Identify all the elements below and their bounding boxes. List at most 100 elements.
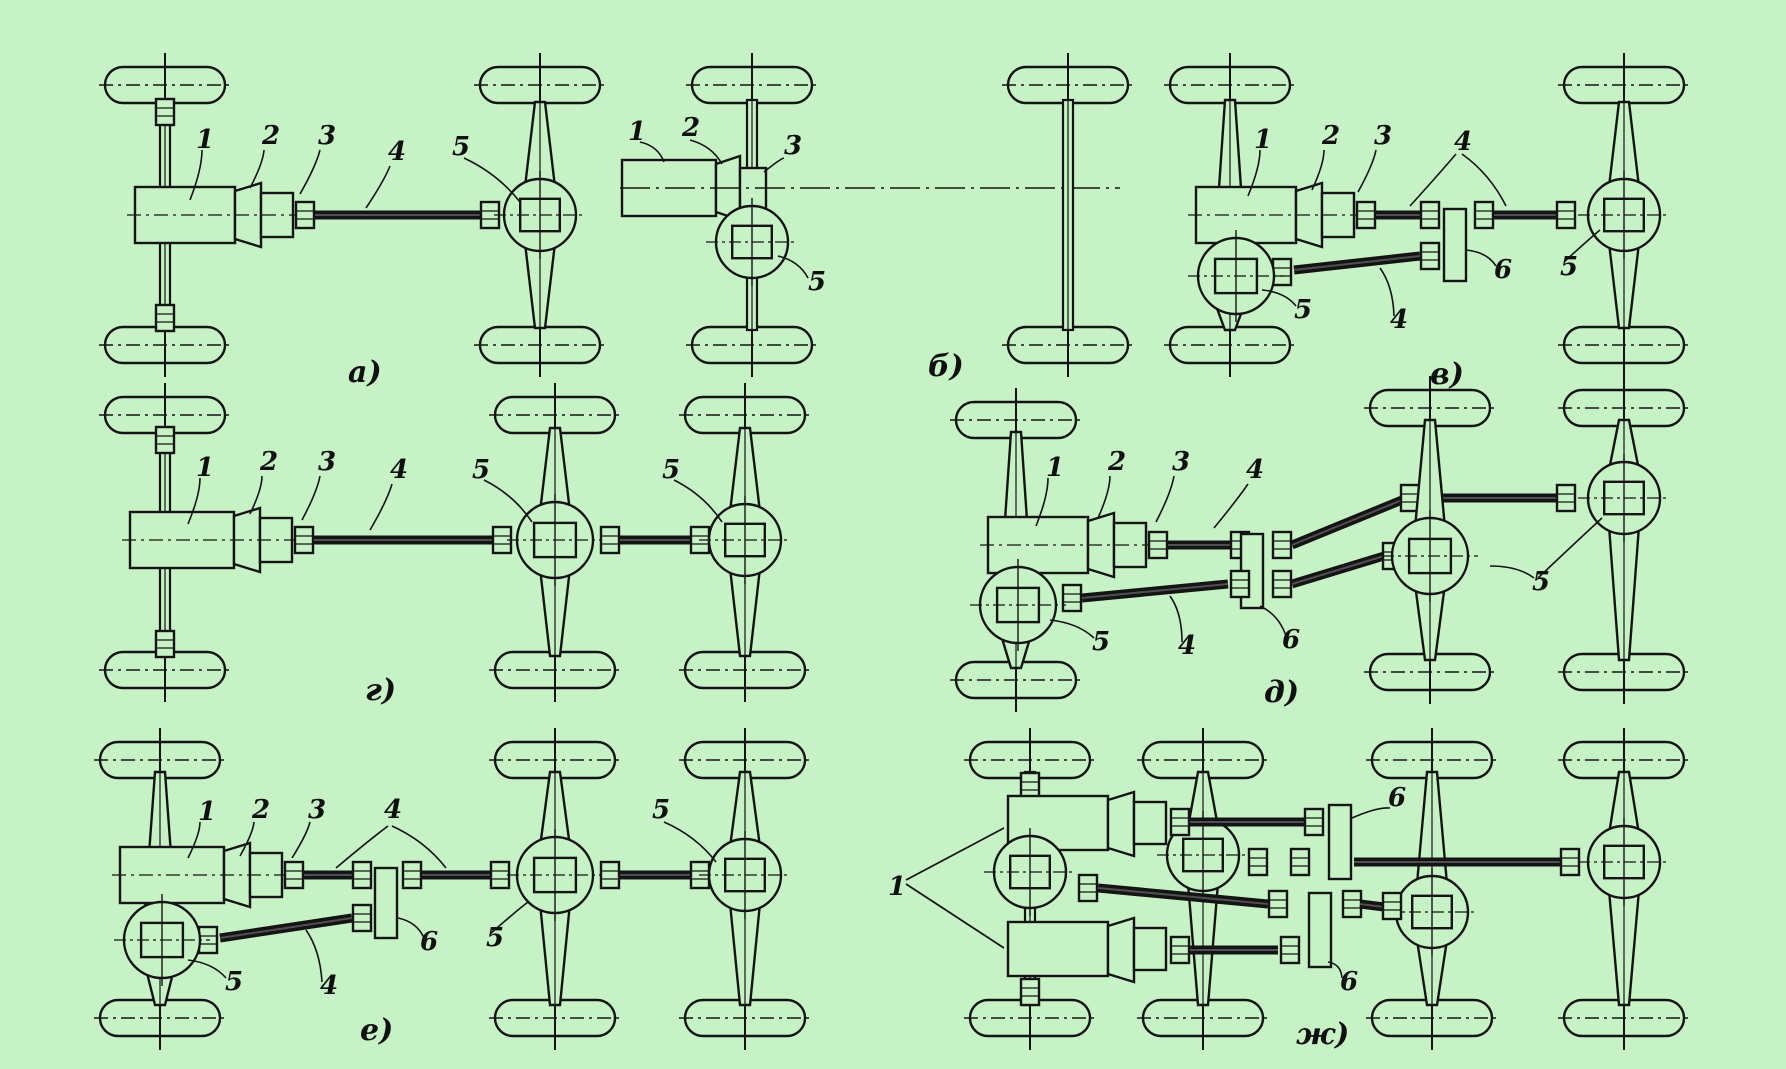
callout-number: 5 [1532,567,1550,597]
callout-leader [239,821,255,857]
callout-leader [1489,565,1535,579]
cardan-shaft-core [1291,499,1403,546]
cardan-shaft-core [1291,555,1385,585]
universal-joint [1473,200,1495,230]
callout-leader [1097,475,1111,519]
callout-number: 5 [1294,295,1312,325]
callout-number: 6 [1388,783,1406,813]
universal-joint [1303,807,1325,837]
panel-label-b: б) [928,349,964,384]
universal-joint [283,860,305,890]
panel-label-g: г) [365,673,396,708]
transfer-case-upper [1327,803,1353,881]
universal-joint [1559,847,1581,877]
callout-number: 6 [1282,625,1300,655]
universal-joint [1077,873,1099,903]
callout-number: 2 [261,121,280,151]
callout-leader [187,821,201,859]
universal-joint [1271,530,1293,560]
universal-joint [489,860,511,890]
callout-leader [249,475,263,515]
callout-number: 5 [472,455,490,485]
callout-number: 1 [196,125,214,155]
clutch-housing [222,841,252,909]
callout-leader [673,479,723,523]
universal-joint [1169,935,1191,965]
callout-number: 1 [1254,125,1272,155]
callout-number: 1 [1046,453,1064,483]
callout-number: 2 [681,113,700,143]
universal-joint [1355,200,1377,230]
callout-leader [1351,807,1391,819]
universal-joint [351,860,373,890]
callout-number: 3 [784,131,802,161]
callout-leader [689,139,723,165]
callout-leader [369,483,393,531]
universal-joint [1271,257,1293,287]
callout-leader [1311,149,1325,191]
callout-number: 5 [1092,627,1110,657]
callout-leader [1049,619,1095,639]
callout-leader [1247,149,1261,197]
panel-label-d: д) [1264,675,1299,710]
callout-leader [463,157,521,203]
callout-leader [1259,605,1287,637]
cardan-shaft-core [1081,583,1229,599]
callout-leader [1461,153,1507,207]
callout-leader [1169,595,1183,643]
callout-number: 5 [452,132,470,162]
callout-leader [299,149,321,195]
callout-number: 5 [652,795,670,825]
callout-leader [1379,267,1395,317]
clutch-housing-lower [1106,916,1136,984]
transfer-case-e [373,866,399,940]
universal-joint [1279,935,1301,965]
front-steering-joint [154,303,176,333]
callout-number: 5 [662,455,680,485]
callout-leader [1155,475,1175,523]
callout-leader [763,157,785,173]
universal-joint [1555,200,1577,230]
callout-number: 3 [1374,121,1392,151]
panel-label-v: в) [1430,357,1464,392]
universal-joint [1289,847,1311,877]
callout-leader [189,149,203,201]
universal-joint [1061,583,1083,613]
universal-joint [1267,889,1289,919]
universal-joint [1271,569,1293,599]
callout-leader [291,821,311,859]
universal-joint [401,860,423,890]
cardan-shaft-core [219,917,353,939]
universal-joint [599,525,621,555]
callout-number: 4 [1454,127,1472,157]
callout-leader [1261,289,1297,307]
gearbox-lower [1132,926,1168,972]
callout-number: 6 [420,927,438,957]
universal-joint [1341,889,1363,919]
callout-leader [1327,961,1343,979]
front-steering-joint [154,97,176,127]
callout-leader [663,821,717,863]
callout-leader [483,479,533,523]
callout-leader [1357,149,1377,193]
callout-number: 2 [251,795,270,825]
callout-leader [1563,229,1601,263]
engine-block-lower [1006,920,1110,978]
universal-joint [293,525,315,555]
callout-number: 4 [1178,631,1196,661]
callout-leader [1213,483,1249,529]
callout-number: 6 [1340,967,1358,997]
callout-number: 3 [318,447,336,477]
callout-leader [777,255,809,279]
callout-leader [187,959,227,979]
callout-leader [639,141,665,163]
callout-number: 3 [308,795,326,825]
callout-number: 1 [198,797,216,827]
callout-leader [1035,477,1049,527]
transfer-case-v [1442,207,1468,283]
callout-leader [1537,517,1603,579]
callout-number: 4 [320,971,338,1001]
callout-leader-lower-engine [905,883,1005,949]
